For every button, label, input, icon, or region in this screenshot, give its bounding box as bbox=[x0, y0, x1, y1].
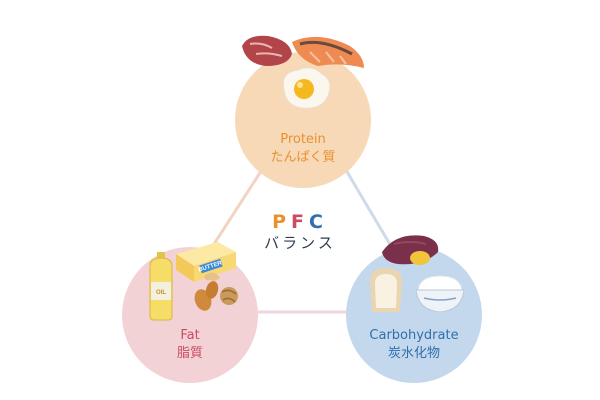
fat-label: Fat 脂質 bbox=[140, 327, 240, 363]
title-letter-f: F bbox=[291, 211, 309, 233]
svg-text:OIL: OIL bbox=[156, 290, 166, 296]
almond-icon bbox=[194, 281, 219, 311]
title-letter-p: P bbox=[272, 211, 291, 233]
connector-protein-fat bbox=[203, 164, 267, 259]
center-subtitle: バランス bbox=[264, 234, 336, 252]
fat-label-ja: 脂質 bbox=[176, 346, 203, 361]
carbohydrate-label-ja: 炭水化物 bbox=[387, 346, 440, 361]
cashew-icon bbox=[204, 272, 220, 281]
connector-protein-carbohydrate bbox=[341, 164, 400, 259]
protein-circle bbox=[235, 52, 371, 188]
protein-label: Protein たんぱく質 bbox=[253, 131, 353, 167]
bread-icon bbox=[370, 268, 402, 312]
carbohydrate-label-en: Carbohydrate bbox=[369, 328, 459, 343]
butter-icon: BUTTER bbox=[176, 242, 236, 282]
sweet-potato-icon bbox=[382, 235, 439, 265]
fried-egg-icon bbox=[282, 67, 331, 109]
center-heading: PFC バランス bbox=[250, 211, 350, 253]
walnut-icon bbox=[220, 287, 238, 305]
protein-label-ja: たんぱく質 bbox=[270, 150, 336, 165]
beef-icon bbox=[242, 35, 292, 66]
center-title: PFC bbox=[250, 211, 350, 233]
protein-label-en: Protein bbox=[280, 132, 326, 147]
oil-bottle-icon: OIL bbox=[149, 252, 173, 321]
carbohydrate-label: Carbohydrate 炭水化物 bbox=[354, 327, 474, 363]
rice-bowl-icon bbox=[415, 275, 465, 313]
salmon-icon bbox=[292, 36, 364, 68]
title-letter-c: C bbox=[308, 211, 328, 233]
fat-label-en: Fat bbox=[180, 328, 200, 343]
